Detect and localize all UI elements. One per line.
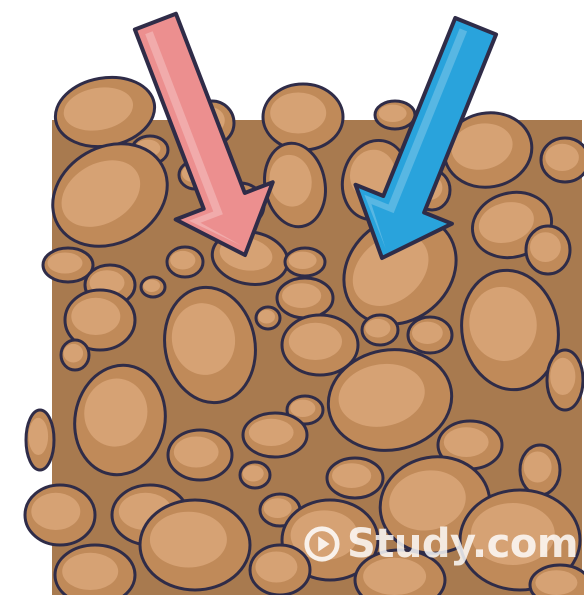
watermark-text: Study.com xyxy=(347,521,578,567)
pebble xyxy=(25,485,95,545)
pebble xyxy=(140,500,250,590)
pebble xyxy=(141,277,165,297)
pebble xyxy=(541,138,584,182)
pebble xyxy=(263,84,343,150)
pebble xyxy=(243,413,307,457)
pebble xyxy=(375,101,415,129)
pebble xyxy=(61,340,89,370)
pebble xyxy=(240,462,270,488)
pebble xyxy=(526,226,570,274)
pebble xyxy=(362,315,398,345)
watermark: Study.com xyxy=(303,521,578,567)
play-icon xyxy=(303,525,341,563)
pebble xyxy=(520,445,560,495)
pebble xyxy=(327,458,383,498)
pebble xyxy=(408,317,452,353)
pebble xyxy=(167,247,203,277)
pebble xyxy=(285,248,325,276)
pebble xyxy=(55,545,135,595)
pebble xyxy=(26,410,54,470)
pebble xyxy=(168,430,232,480)
pebble xyxy=(250,545,310,595)
pebble xyxy=(547,350,583,410)
pebble xyxy=(256,307,280,329)
pebble xyxy=(277,278,333,318)
